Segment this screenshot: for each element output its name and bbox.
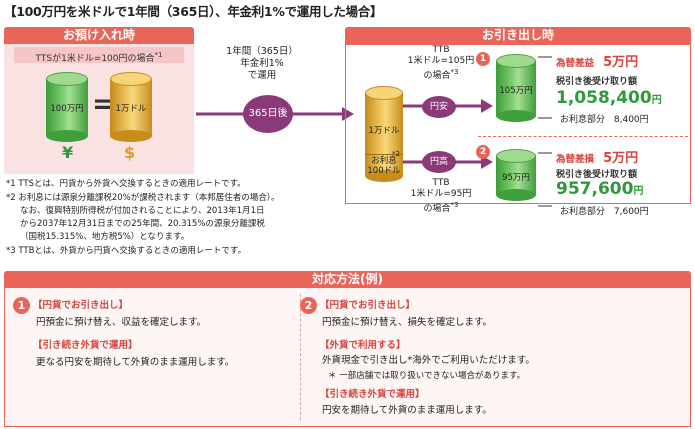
withdrawal-usd-label: 1万ドル — [368, 126, 400, 136]
deposit-header: お預け入れ時 — [4, 27, 194, 44]
usd-cylinder: 1万ドル — [110, 72, 152, 142]
case1-brackets-icon — [538, 56, 552, 119]
yen-weak-label: 円安 — [422, 96, 456, 118]
withdrawal-interest-label: お利息 100ドル — [365, 156, 403, 176]
period-description: 1年間（365日） 年金利1% で運用 — [222, 46, 302, 82]
withdrawal-header: お引き出し時 — [345, 27, 691, 44]
usd-cylinder-label: 1万ドル — [115, 104, 147, 114]
response-header: 対応方法(例) — [4, 271, 691, 288]
footnote-2d: （国税15.315%、地方税5%）となります。 — [20, 232, 190, 242]
case2-receipt-unit: 円 — [633, 186, 644, 197]
case1-gain: 為替差益 5万円 — [556, 51, 638, 70]
case1-gain-label: 為替差益 — [556, 58, 595, 69]
case1-interest-value: 8,400円 — [613, 115, 649, 125]
case1-receipt-unit: 円 — [651, 95, 662, 106]
case1-ttb-text: TTB 1米ドル=105円 の場合*3 — [406, 45, 476, 82]
withdrawal-usd-cylinder: 1万ドル お利息 100ドル *2 — [365, 86, 403, 182]
case1-interest-label: お利息部分 — [560, 115, 606, 125]
footnote-1: *1 TTSとは、円貨から外貨へ交換するときの適用レートです。 — [6, 179, 246, 189]
case2-ttb-case: の場合 — [423, 204, 451, 214]
case2-receipt-label: 税引き後受け取り額 — [556, 170, 638, 180]
case2-ttb-rate: 1米ドル=95円 — [410, 189, 472, 199]
case1-ttb-title: TTB — [432, 45, 450, 55]
case1-yen-cylinder: 105万円 — [496, 54, 536, 122]
dollar-symbol-icon: $ — [124, 143, 136, 162]
response-panel — [4, 288, 691, 427]
case1-number: 1 — [476, 52, 490, 66]
case1-interest: お利息部分 8,400円 — [560, 112, 649, 125]
response-right-text3: 円安を期待して外貨のまま運用します。 — [322, 405, 492, 416]
response-left-text2: 更なる円安を期待して外貨のまま運用します。 — [36, 357, 235, 368]
case2-brackets-icon — [538, 152, 552, 207]
case2-ttb-mark: *3 — [450, 201, 459, 209]
case1-receipt-value: 1,058,400 — [556, 88, 652, 108]
response-right-text1: 円預金に預け替え、損失を確定します。 — [322, 317, 493, 328]
footnote-2b: なお、復興特別所得税が付加されることにより、2013年1月1日 — [20, 206, 265, 216]
response-right-number: 2 — [300, 297, 317, 314]
tts-rate-text: TTSが1米ドル=100円の場合 — [35, 54, 155, 64]
withdrawal-interest-text: お利息 — [371, 156, 397, 166]
yen-cylinder-label: 100万円 — [50, 104, 84, 114]
case2-loss-value: 5万円 — [603, 151, 639, 166]
yen-cylinder: 100万円 — [46, 72, 88, 142]
case-divider — [478, 136, 688, 137]
tts-rate-label: TTSが1米ドル=100円の場合*1 — [14, 47, 184, 64]
response-right-heading3: 【引き続き外貨で運用】 — [320, 389, 425, 400]
response-left-heading1: 【円貨でお引き出し】 — [33, 300, 129, 311]
response-right-note: ＊ 一部店舗では取り扱いできない場合があります。 — [328, 371, 526, 381]
footnote-2c: から2037年12月31日までの25年間、20.315%の源泉分離課税 — [20, 219, 265, 229]
case1-receipt: 1,058,400円 — [556, 88, 662, 108]
withdrawal-panel — [345, 44, 691, 204]
case2-loss: 為替差損 5万円 — [556, 147, 638, 166]
yen-strong-label: 円高 — [422, 151, 456, 173]
case1-receipt-label: 税引き後受け取り額 — [556, 77, 638, 87]
case2-receipt-value: 957,600 — [556, 179, 634, 199]
case1-ttb-case: の場合 — [423, 71, 451, 81]
case2-ttb-title: TTB — [432, 178, 450, 188]
period-line2: 年金利1% — [240, 58, 284, 69]
days-later-label: 365日後 — [243, 95, 293, 133]
case2-cylinder-label: 95万円 — [502, 173, 530, 183]
tts-note-mark: *1 — [154, 51, 163, 59]
case1-ttb-rate: 1米ドル=105円 — [407, 56, 475, 66]
case2-ttb-text: TTB 1米ドル=95円 の場合*3 — [406, 178, 476, 215]
case2-interest-value: 7,600円 — [613, 207, 649, 217]
period-line1: 1年間（365日） — [226, 46, 298, 57]
response-left-text1: 円預金に預け替え、収益を確定します。 — [36, 317, 207, 328]
response-left-heading2: 【引き続き外貨で運用】 — [33, 340, 138, 351]
period-line3: で運用 — [247, 70, 277, 81]
footnote-3: *3 TTBとは、外貨から円貨へ交換するときの適用レートです。 — [6, 246, 247, 256]
case1-gain-value: 5万円 — [603, 55, 639, 70]
case1-ttb-mark: *3 — [450, 68, 459, 76]
page-title: 【100万円を米ドルで1年間（365日）、年金利1%で運用した場合】 — [4, 4, 383, 19]
case2-yen-cylinder: 95万円 — [496, 149, 536, 201]
deposit-panel: TTSが1米ドル=100円の場合*1 — [4, 44, 194, 174]
case2-receipt: 957,600円 — [556, 179, 643, 199]
case1-cylinder-label: 105万円 — [499, 86, 533, 96]
yen-symbol-icon: ¥ — [62, 143, 74, 162]
footnote-2a: *2 お利息には源泉分離課税20%が課税されます（本邦居住者の場合）。 — [6, 193, 280, 203]
equals-sign: = — [92, 87, 116, 120]
case2-interest: お利息部分 7,600円 — [560, 204, 649, 217]
case2-number: 2 — [476, 145, 490, 159]
case2-interest-label: お利息部分 — [560, 207, 606, 217]
response-left-number: 1 — [13, 297, 30, 314]
response-right-heading1: 【円貨でお引き出し】 — [320, 300, 416, 311]
interest-note-mark: *2 — [392, 150, 400, 158]
response-divider — [300, 294, 301, 420]
case2-loss-label: 為替差損 — [556, 154, 595, 165]
withdrawal-interest-amount: 100ドル — [367, 166, 401, 176]
response-right-text2: 外貨現金で引き出し*海外でご利用いただけます。 — [322, 355, 535, 366]
response-right-heading2: 【外貨で利用する】 — [320, 340, 406, 351]
